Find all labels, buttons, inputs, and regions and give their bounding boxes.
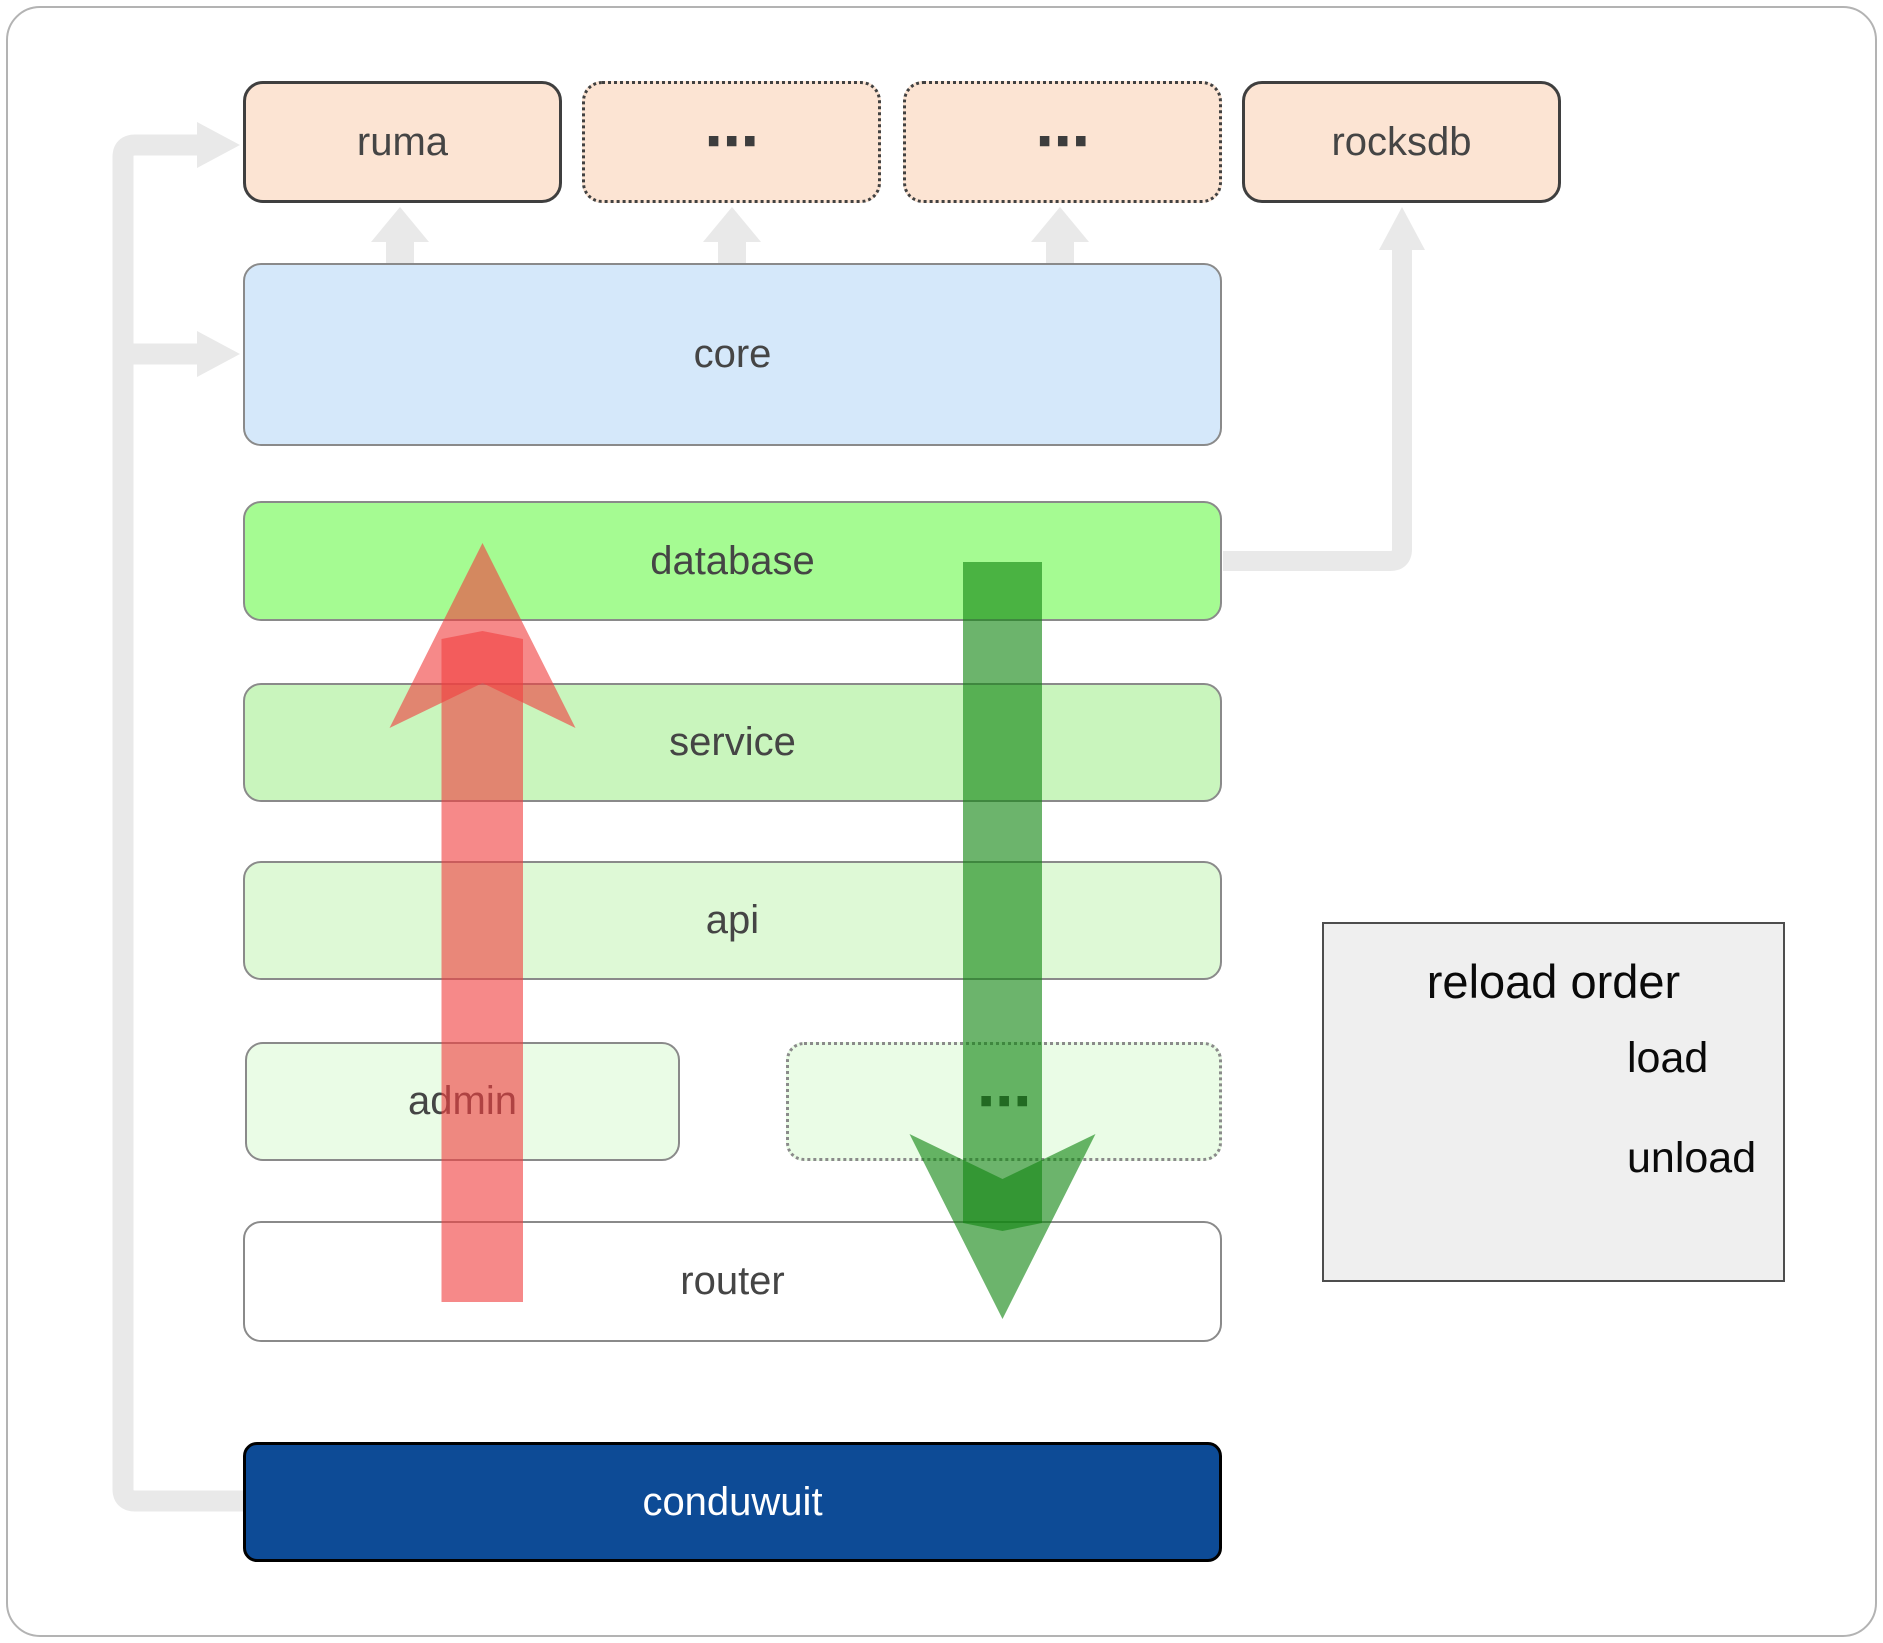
conduwuit-label: conduwuit	[642, 1479, 823, 1524]
box-conduwuit: conduwuit	[243, 1442, 1222, 1562]
legend-load-label: load	[1627, 1034, 1709, 1082]
ruma-label: ruma	[356, 119, 449, 164]
diagram-outer-frame	[6, 6, 1877, 1637]
admin-label: admin	[408, 1079, 517, 1123]
box-ruma: ruma	[243, 81, 562, 203]
box-ellipsis-top-2: ⋯	[903, 81, 1222, 203]
box-database: database	[243, 501, 1222, 621]
legend-unload-label: unload	[1627, 1134, 1757, 1182]
service-label: service	[669, 720, 796, 764]
box-ellipsis-top-1: ⋯	[582, 81, 881, 203]
box-admin: admin	[245, 1042, 680, 1161]
box-service: service	[243, 683, 1222, 802]
box-ellipsis-admin: ⋯	[786, 1042, 1222, 1161]
rocksdb-label: rocksdb	[1331, 119, 1472, 164]
database-label: database	[650, 538, 815, 583]
legend-title: reload order	[1426, 955, 1681, 1008]
legend-reload-order: reload order	[1322, 922, 1785, 1282]
core-label: core	[693, 332, 772, 376]
api-label: api	[705, 898, 760, 942]
box-rocksdb: rocksdb	[1242, 81, 1561, 203]
box-api: api	[243, 861, 1222, 980]
router-label: router	[680, 1259, 785, 1303]
box-core: core	[243, 263, 1222, 446]
box-router: router	[243, 1221, 1222, 1342]
